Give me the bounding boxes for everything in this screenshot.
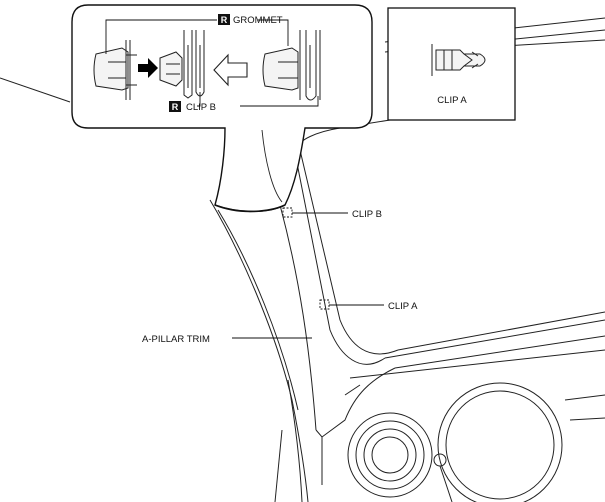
clip-a-detail-label: CLIP A [437, 95, 467, 106]
grommet-label: GROMMET [233, 15, 283, 26]
replace-badge-text: R [172, 102, 179, 112]
clip-a-illustration [431, 44, 486, 76]
replace-badge-text: R [221, 15, 228, 25]
balloon-inner-line [261, 129, 283, 203]
clip-b-callout-label: CLIP B [352, 209, 382, 220]
clip-b-detail-label: CLIP B [186, 102, 216, 113]
balloon-arc [214, 204, 286, 213]
clip-a-callout-label: CLIP A [388, 301, 418, 312]
a-pillar-trim-label: A-PILLAR TRIM [142, 334, 210, 345]
detail-balloon [71, 4, 373, 213]
clip-b-location-marker [282, 207, 293, 218]
instrument-cluster [344, 349, 605, 502]
balloon-leaders [105, 19, 319, 107]
replace-badge-clip-b [169, 101, 181, 112]
replace-badge-grommet [218, 14, 230, 25]
grommet-installed-illustration [262, 30, 321, 101]
arrow-left-outline-icon [213, 53, 248, 87]
clip-b-separate-illustration [159, 30, 205, 99]
a-pillar-body [209, 149, 605, 502]
clip-a-location-marker [319, 299, 330, 310]
clip-b-installed-illustration [93, 40, 137, 100]
arrow-right-icon [138, 58, 158, 78]
